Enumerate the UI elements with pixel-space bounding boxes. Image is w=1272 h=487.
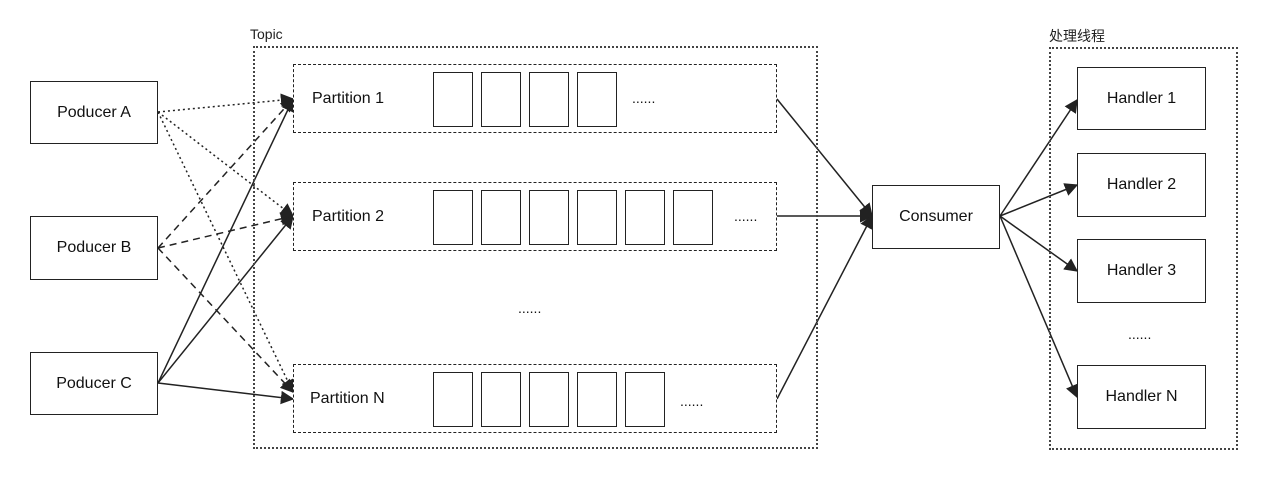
producer-a-node: Poducer A bbox=[30, 81, 158, 144]
partition-2-label: Partition 2 bbox=[312, 207, 385, 225]
partition-n-node: Partition N ...... bbox=[293, 364, 777, 433]
consumer-node: Consumer bbox=[872, 185, 1000, 249]
producer-c-node: Poducer C bbox=[30, 352, 158, 415]
handler-group bbox=[1049, 47, 1238, 450]
message-cell bbox=[625, 372, 665, 427]
handler-2-label: Handler 2 bbox=[1106, 176, 1177, 193]
handler-n-label: Handler N bbox=[1105, 388, 1178, 405]
partition-n-ellipsis: ...... bbox=[680, 393, 704, 409]
handler-gap-ellipsis: ...... bbox=[1128, 326, 1152, 342]
message-cell bbox=[481, 190, 521, 245]
message-cell bbox=[577, 190, 617, 245]
partition-1-node: Partition 1 ...... bbox=[293, 64, 777, 133]
message-cell bbox=[529, 190, 569, 245]
message-cell bbox=[433, 372, 473, 427]
handler-3-label: Handler 3 bbox=[1106, 262, 1177, 279]
partition-n-label: Partition N bbox=[310, 389, 385, 407]
topic-label: Topic bbox=[250, 26, 283, 42]
message-cell bbox=[625, 190, 665, 245]
message-cell bbox=[481, 372, 521, 427]
producer-b-label: Poducer B bbox=[56, 239, 132, 256]
message-cell bbox=[529, 372, 569, 427]
partition-1-ellipsis: ...... bbox=[632, 90, 656, 106]
handler-group-label: 处理线程 bbox=[1049, 28, 1105, 44]
partition-1-label: Partition 1 bbox=[312, 89, 385, 107]
handler-1-node: Handler 1 bbox=[1077, 67, 1206, 130]
handler-2-node: Handler 2 bbox=[1077, 153, 1206, 217]
partition-2-ellipsis: ...... bbox=[734, 208, 758, 224]
partition-2-node: Partition 2 ...... bbox=[293, 182, 777, 251]
producer-a-label: Poducer A bbox=[57, 103, 131, 121]
message-cell bbox=[481, 72, 521, 127]
message-cell bbox=[577, 372, 617, 427]
handler-3-node: Handler 3 bbox=[1077, 239, 1206, 303]
message-cell bbox=[673, 190, 713, 245]
topic-group bbox=[253, 46, 818, 449]
handler-n-node: Handler N bbox=[1077, 365, 1206, 429]
producer-c-label: Poducer C bbox=[56, 374, 132, 392]
partition-gap-ellipsis: ...... bbox=[518, 300, 542, 316]
producer-b-node: Poducer B bbox=[30, 216, 158, 280]
consumer-label: Consumer bbox=[899, 208, 973, 225]
message-cell bbox=[529, 72, 569, 127]
message-cell bbox=[433, 72, 473, 127]
message-cell bbox=[433, 190, 473, 245]
handler-1-label: Handler 1 bbox=[1106, 89, 1177, 107]
message-cell bbox=[577, 72, 617, 127]
